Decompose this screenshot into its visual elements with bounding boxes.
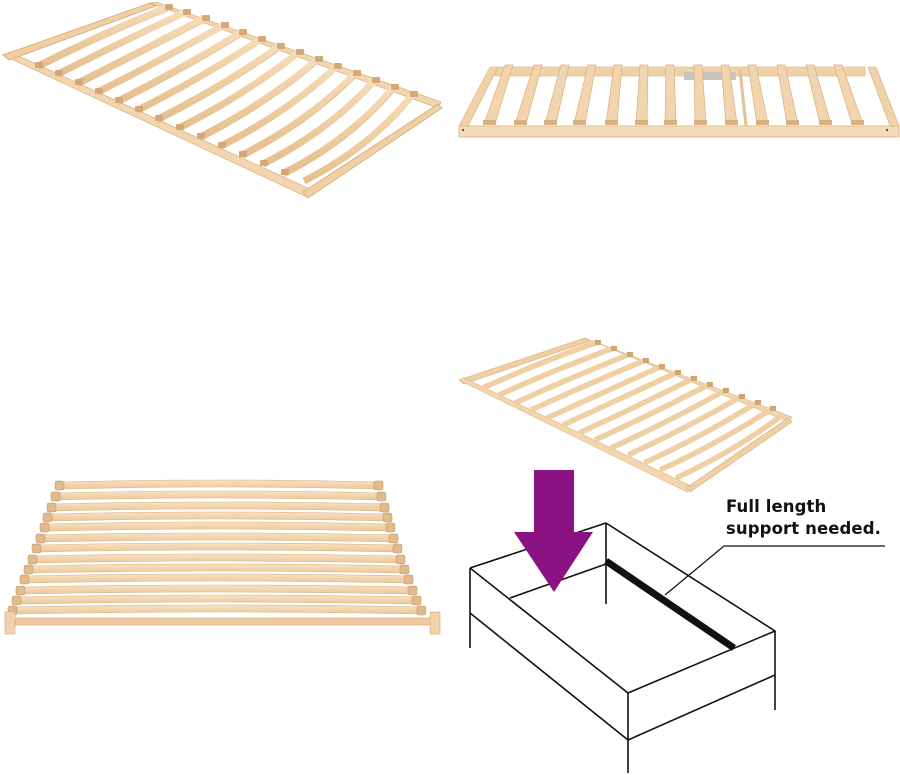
slatted-base-front-image <box>0 470 450 640</box>
slatted-base-angled-image <box>0 0 450 210</box>
bed-frame-diagram-drawing <box>469 470 885 773</box>
support-note: Full length support needed. <box>726 496 881 540</box>
slatted-base-front-drawing <box>4 479 441 635</box>
slatted-base-side-image <box>450 50 900 150</box>
slatted-base-side-drawing <box>458 64 900 138</box>
support-bar <box>604 558 736 651</box>
support-note-line-2: support needed. <box>726 519 882 538</box>
slatted-base-angled-drawing <box>2 1 443 199</box>
slatted-base-angled-small-drawing <box>458 337 793 493</box>
down-arrow-icon <box>514 470 593 592</box>
support-note-line-1: Full length <box>726 497 827 516</box>
support-diagram <box>460 460 900 775</box>
slatted-base-angled-small-image <box>450 330 800 495</box>
